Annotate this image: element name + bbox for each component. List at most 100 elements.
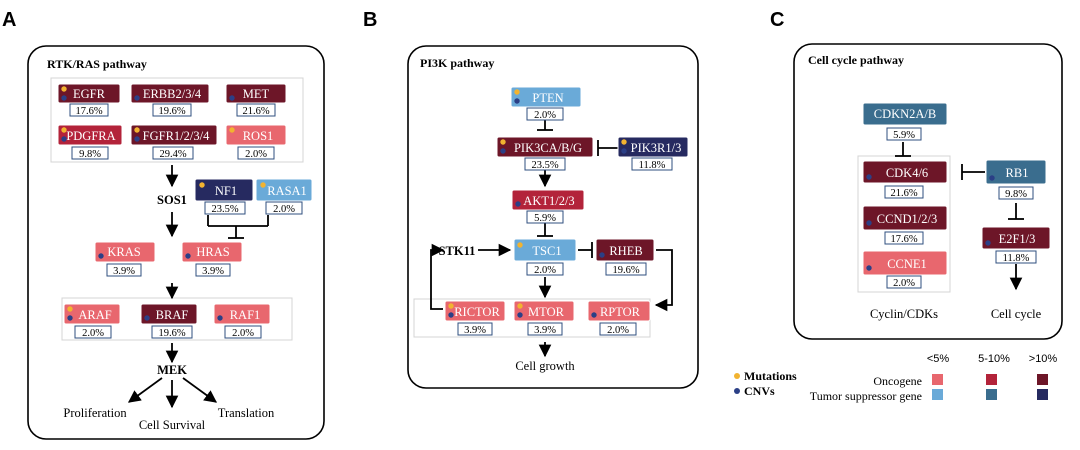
gene-mtor: MTOR 3.9%: [513, 300, 575, 336]
panel-frame-b: [407, 45, 699, 389]
gene-pct: 2.0%: [534, 110, 556, 121]
gene-ros1: ROS1 2.0%: [225, 124, 287, 160]
legend-onc-low: [932, 374, 943, 385]
gene-name: PIK3CA/B/G: [514, 141, 582, 155]
gene-met: MET 21.6%: [225, 83, 287, 117]
gene-braf: BRAF 19.6%: [140, 303, 198, 339]
gene-pct: 5.9%: [534, 213, 556, 224]
gene-name: RB1: [1006, 166, 1029, 180]
gene-pct: 19.6%: [158, 106, 185, 117]
node-stk11: STK11: [439, 244, 476, 258]
gene-name: CCNE1: [887, 257, 927, 271]
gene-name: CCND1/2/3: [877, 212, 937, 226]
gene-pct: 23.5%: [531, 160, 558, 171]
panel-frame-a: [27, 45, 325, 440]
gene-name: RHEB: [609, 244, 642, 258]
gene-name: CDKN2A/B: [874, 107, 937, 121]
gene-cdkn2a: CDKN2A/B 5.9%: [862, 102, 948, 141]
gene-name: CDK4/6: [886, 166, 928, 180]
edge-mek-translation: [182, 377, 218, 403]
gene-e2f: E2F1/3 11.8%: [981, 226, 1051, 264]
mutation-dot: [61, 127, 67, 133]
gene-pct: 23.5%: [211, 204, 238, 215]
cnv-dot: [599, 252, 605, 258]
cnv-dot: [517, 312, 523, 318]
gene-egfr: EGFR 17.6%: [57, 83, 121, 117]
gene-pct: 3.9%: [202, 266, 224, 277]
panel-title-c: Cell cycle pathway: [808, 53, 904, 67]
gene-pct: 9.8%: [1005, 189, 1027, 200]
legend-bin-high: >10%: [1029, 353, 1058, 365]
gene-rasa1: RASA1 2.0%: [255, 178, 313, 215]
gene-name: PDGFRA: [66, 129, 115, 143]
legend-mutation-dot: [734, 373, 740, 379]
gene-name: MET: [243, 87, 270, 101]
legend-ts-mid: [986, 389, 997, 400]
cnv-dot: [144, 315, 150, 321]
gene-pct: 21.6%: [890, 188, 917, 199]
gene-pct: 11.8%: [1003, 253, 1030, 264]
cnv-dot: [591, 312, 597, 318]
gene-pct: 2.0%: [82, 328, 104, 339]
gene-name: MTOR: [528, 305, 565, 319]
gene-name: ERBB2/3/4: [143, 87, 202, 101]
gene-name: NF1: [215, 184, 237, 198]
mutation-dot: [517, 303, 523, 309]
gene-name: PIK3R1/3: [631, 141, 682, 155]
gene-ccnd: CCND1/2/3 17.6%: [862, 205, 948, 245]
mutation-dot: [514, 89, 520, 95]
mutation-dot: [67, 306, 73, 312]
mutation-dot: [517, 242, 523, 248]
gene-name: PTEN: [532, 91, 563, 105]
gene-name: RASA1: [267, 184, 307, 198]
legend-bin-low: <5%: [927, 353, 950, 365]
panel-title-b: PI3K pathway: [420, 56, 494, 70]
gene-pct: 3.9%: [113, 266, 135, 277]
gene-pik3ca: PIK3CA/B/G 23.5%: [496, 136, 594, 171]
gene-name: TSC1: [532, 244, 561, 258]
edge-rictor-stk11: [430, 243, 445, 310]
gene-rptor: RPTOR 2.0%: [587, 300, 651, 336]
gene-pct: 2.0%: [607, 325, 629, 336]
node-cell-growth: Cell growth: [515, 359, 575, 373]
gene-pct: 3.9%: [464, 325, 486, 336]
gene-pct: 19.6%: [158, 328, 185, 339]
mutation-dot: [260, 182, 266, 188]
cnv-dot: [61, 95, 67, 101]
gene-hras: HRAS 3.9%: [181, 241, 243, 277]
cnv-dot: [621, 148, 627, 154]
cnv-dot: [514, 98, 520, 104]
cnv-dot: [98, 253, 104, 259]
gene-nodes: EGFR 17.6% ERBB2/3/4 19.6% MET 21.6% PDG…: [57, 83, 1051, 339]
gene-pct: 11.8%: [639, 160, 666, 171]
gene-name: HRAS: [196, 245, 229, 259]
gene-name: FGFR1/2/3/4: [143, 129, 210, 143]
gene-pct: 9.8%: [79, 149, 101, 160]
gene-pik3r: PIK3R1/3 11.8%: [617, 136, 689, 171]
gene-rheb: RHEB 19.6%: [595, 238, 655, 276]
gene-kras: KRAS 3.9%: [94, 241, 156, 277]
gene-name: ROS1: [243, 129, 274, 143]
gene-name: RAF1: [230, 308, 261, 322]
gene-pten: PTEN 2.0%: [510, 86, 582, 121]
cnv-dot: [448, 312, 454, 318]
legend-tsg-label: Tumor suppressor gene: [810, 389, 922, 403]
legend-cnvs-label: CNVs: [744, 384, 775, 398]
panel-letter-b: B: [363, 9, 377, 31]
legend-mutations-label: Mutations: [744, 369, 797, 383]
gene-rb1: RB1 9.8%: [985, 159, 1047, 200]
gene-name: ARAF: [78, 308, 111, 322]
legend: Mutations CNVs <5% 5-10% >10% Oncogene T…: [734, 353, 1057, 403]
node-sos1: SOS1: [157, 193, 187, 207]
mutation-dot: [229, 127, 235, 133]
cnv-dot: [61, 136, 67, 142]
gene-pct: 29.4%: [159, 149, 186, 160]
mutation-dot: [134, 127, 140, 133]
gene-name: BRAF: [156, 308, 189, 322]
cnv-dot: [500, 148, 506, 154]
gene-name: E2F1/3: [999, 232, 1036, 246]
gene-akt: AKT1/2/3 5.9%: [511, 189, 585, 224]
cnv-dot: [229, 95, 235, 101]
gene-pct: 5.9%: [893, 130, 915, 141]
node-mek: MEK: [157, 363, 187, 377]
